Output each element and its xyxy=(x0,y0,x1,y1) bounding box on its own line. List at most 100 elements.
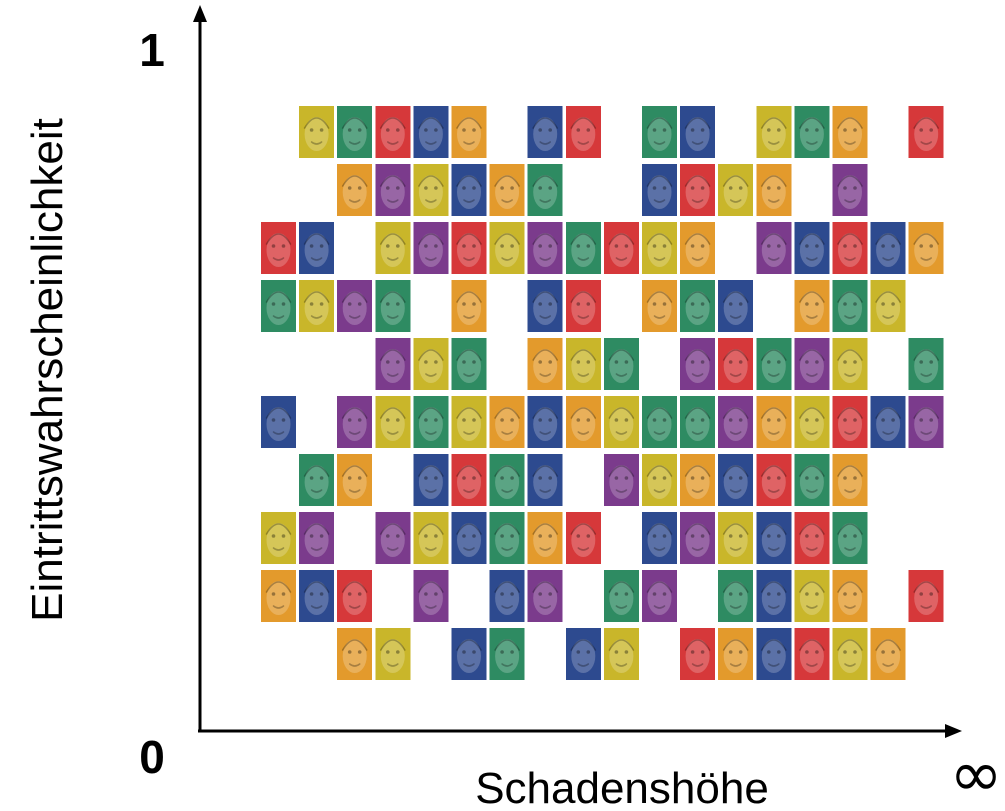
face-tile xyxy=(413,512,449,564)
face-tile xyxy=(832,222,868,274)
face-tile xyxy=(642,222,677,274)
face-icon xyxy=(761,349,786,383)
face-tile xyxy=(489,512,525,564)
face-icon xyxy=(418,523,443,557)
face-icon xyxy=(533,291,558,325)
face-tile xyxy=(375,338,411,390)
face-icon xyxy=(876,291,901,325)
face-tile xyxy=(680,512,716,564)
face-icon xyxy=(838,349,862,383)
face-icon xyxy=(533,175,558,209)
face-icon xyxy=(342,465,367,499)
face-icon xyxy=(266,291,291,325)
face-tile xyxy=(680,106,716,158)
face-icon xyxy=(723,523,748,557)
face-tile xyxy=(413,338,449,390)
face-icon xyxy=(838,233,862,267)
face-icon xyxy=(609,349,634,383)
face-icon xyxy=(304,581,329,615)
face-icon xyxy=(380,117,405,151)
face-icon xyxy=(723,407,748,441)
face-icon xyxy=(380,523,405,557)
face-tile xyxy=(870,396,906,448)
face-tile-grid xyxy=(261,106,944,680)
face-icon xyxy=(266,581,291,615)
face-tile xyxy=(451,628,487,680)
face-tile xyxy=(642,164,677,216)
face-icon xyxy=(838,639,862,673)
face-tile xyxy=(832,164,868,216)
face-icon xyxy=(647,117,672,151)
face-tile xyxy=(603,570,639,622)
face-tile xyxy=(337,628,373,680)
face-tile xyxy=(527,338,563,390)
face-tile xyxy=(299,280,335,332)
face-icon xyxy=(838,581,862,615)
face-tile xyxy=(451,454,487,506)
face-tile xyxy=(718,164,754,216)
face-icon xyxy=(914,407,939,441)
face-icon xyxy=(457,233,481,267)
face-tile xyxy=(489,628,525,680)
face-tile xyxy=(261,570,296,622)
face-icon xyxy=(799,291,824,325)
face-icon xyxy=(533,117,558,151)
face-tile xyxy=(261,512,296,564)
face-tile xyxy=(337,396,373,448)
face-icon xyxy=(647,175,672,209)
face-tile xyxy=(413,396,449,448)
face-tile xyxy=(565,106,601,158)
face-icon xyxy=(761,175,786,209)
face-icon xyxy=(571,407,596,441)
face-icon xyxy=(304,465,329,499)
face-icon xyxy=(609,639,634,673)
origin-label: 0 xyxy=(139,731,165,783)
face-icon xyxy=(609,407,634,441)
face-tile xyxy=(794,570,830,622)
face-tile xyxy=(603,222,639,274)
face-icon xyxy=(647,523,672,557)
face-tile xyxy=(794,454,830,506)
face-icon xyxy=(495,407,520,441)
face-icon xyxy=(838,291,862,325)
face-icon xyxy=(380,175,405,209)
face-icon xyxy=(914,581,939,615)
face-icon xyxy=(761,407,786,441)
face-icon xyxy=(571,523,596,557)
face-tile xyxy=(565,338,601,390)
face-tile xyxy=(299,106,335,158)
face-icon xyxy=(799,407,824,441)
face-icon xyxy=(457,117,481,151)
face-tile xyxy=(565,222,601,274)
face-tile xyxy=(375,628,411,680)
face-tile xyxy=(680,396,716,448)
face-tile xyxy=(337,454,373,506)
face-icon xyxy=(914,349,939,383)
face-icon xyxy=(838,407,862,441)
face-icon xyxy=(571,233,596,267)
face-tile xyxy=(756,512,792,564)
face-tile xyxy=(756,570,792,622)
face-tile xyxy=(908,222,944,274)
face-tile xyxy=(603,628,639,680)
face-icon xyxy=(876,639,901,673)
face-icon xyxy=(685,639,710,673)
face-tile xyxy=(642,396,677,448)
face-icon xyxy=(571,639,596,673)
face-tile xyxy=(261,222,296,274)
face-tile xyxy=(527,164,563,216)
face-icon xyxy=(457,349,481,383)
face-icon xyxy=(418,233,443,267)
face-tile xyxy=(489,396,525,448)
face-icon xyxy=(304,233,329,267)
face-tile xyxy=(299,512,335,564)
y-axis-arrow xyxy=(193,5,207,22)
face-icon xyxy=(304,117,329,151)
face-icon xyxy=(647,291,672,325)
face-icon xyxy=(418,581,443,615)
face-tile xyxy=(642,280,677,332)
face-tile xyxy=(870,280,906,332)
face-icon xyxy=(799,117,824,151)
face-tile xyxy=(337,164,373,216)
face-icon xyxy=(685,523,710,557)
